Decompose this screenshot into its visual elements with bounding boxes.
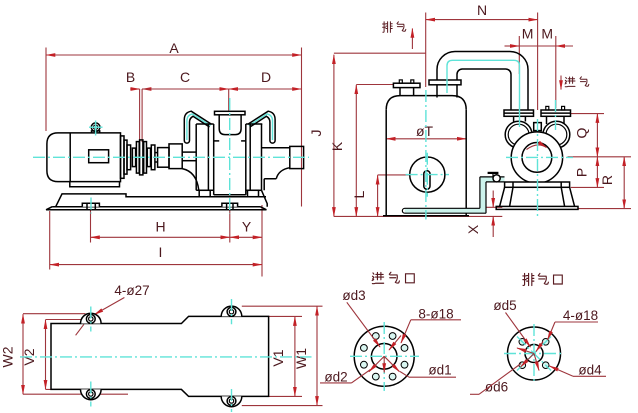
svg-text:8-ø18: 8-ø18 bbox=[418, 307, 453, 322]
svg-text:W2: W2 bbox=[0, 346, 16, 367]
svg-text:H: H bbox=[155, 219, 165, 235]
svg-text:øT: øT bbox=[416, 123, 434, 139]
svg-text:Y: Y bbox=[242, 219, 252, 235]
svg-text:M: M bbox=[522, 26, 534, 42]
svg-text:Q: Q bbox=[574, 127, 590, 138]
svg-text:M: M bbox=[541, 26, 553, 42]
svg-text:4-ø27: 4-ø27 bbox=[114, 283, 149, 298]
svg-text:W1: W1 bbox=[293, 348, 309, 369]
svg-text:N: N bbox=[477, 2, 487, 18]
svg-text:P: P bbox=[574, 168, 590, 177]
svg-text:ød1: ød1 bbox=[428, 363, 451, 378]
svg-text:C: C bbox=[180, 69, 190, 85]
svg-text:ød3: ød3 bbox=[342, 288, 365, 303]
svg-text:V1: V1 bbox=[270, 349, 286, 366]
svg-text:ød4: ød4 bbox=[578, 363, 602, 378]
svg-text:R: R bbox=[599, 175, 615, 185]
svg-text:ød6: ød6 bbox=[485, 380, 508, 395]
svg-text:X: X bbox=[465, 224, 481, 234]
svg-text:J: J bbox=[308, 130, 324, 137]
svg-text:D: D bbox=[261, 69, 271, 85]
svg-text:ød5: ød5 bbox=[493, 298, 516, 313]
svg-text:L: L bbox=[351, 190, 367, 198]
svg-text:K: K bbox=[329, 141, 345, 151]
svg-text:ød2: ød2 bbox=[324, 370, 347, 385]
svg-text:I: I bbox=[159, 244, 163, 260]
svg-text:B: B bbox=[126, 69, 135, 85]
svg-text:A: A bbox=[169, 40, 179, 56]
svg-text:4-ø18: 4-ø18 bbox=[563, 308, 598, 323]
